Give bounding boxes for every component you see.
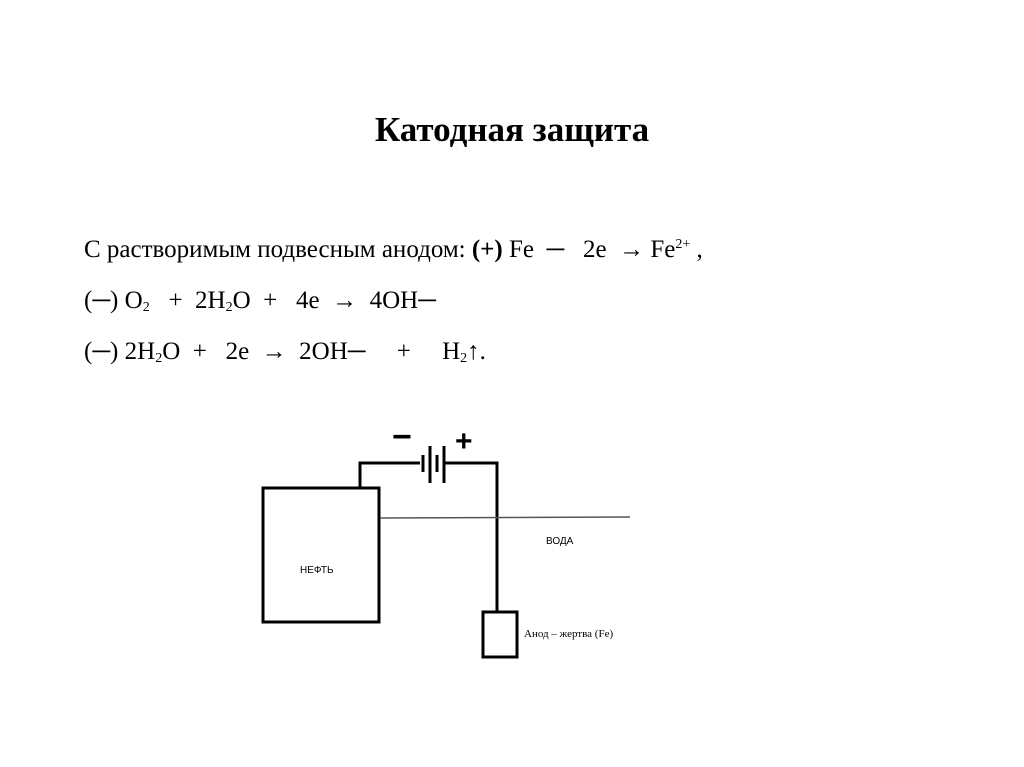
subscript: 2 <box>142 300 150 315</box>
equation-line-3: (─) 2H2O + 2e → 2OH─ + H2↑. <box>84 338 486 367</box>
equation-part: Fe ─ 2e → Fe <box>502 236 676 263</box>
equation-part: ↑. <box>467 338 486 365</box>
equation-part: 2H <box>118 338 156 365</box>
water-surface <box>379 516 631 519</box>
equation-line-2: (─) O2 + 2H2O + 4e → 4OH─ <box>84 287 436 316</box>
cathode-sign: (─) <box>84 338 119 365</box>
equation-part: O + 4e → 4OH─ <box>232 287 436 314</box>
charge-superscript: 2+ <box>675 237 691 252</box>
subscript: 2 <box>225 300 233 315</box>
subscript: 2 <box>155 351 163 366</box>
equation-part: O <box>118 287 143 314</box>
wire-to-battery <box>358 461 420 488</box>
line-prefix: С растворимым подвесным анодом: <box>84 236 472 263</box>
cathode-sign: (─) <box>84 287 119 314</box>
wire-to-anode <box>445 461 499 612</box>
equation-part: O + 2e → 2OH─ + H <box>162 338 461 365</box>
equation-part: + 2H <box>149 287 226 314</box>
sacrificial-anode <box>481 610 519 659</box>
minus-terminal: − <box>392 418 412 456</box>
anode-sign: (+) <box>471 236 503 263</box>
water-label: ВОДА <box>546 536 574 547</box>
battery-icon <box>421 446 446 483</box>
oil-tank <box>261 486 381 624</box>
plus-terminal: + <box>455 425 473 458</box>
equation-tail: , <box>690 236 703 263</box>
anode-label: Анод – жертва (Fe) <box>524 628 613 640</box>
equation-line-1: С растворимым подвесным анодом: (+) Fe ─… <box>84 236 703 264</box>
slide-title: Катодная защита <box>374 110 650 149</box>
oil-label: НЕФТЬ <box>300 565 334 576</box>
subscript: 2 <box>460 351 468 366</box>
